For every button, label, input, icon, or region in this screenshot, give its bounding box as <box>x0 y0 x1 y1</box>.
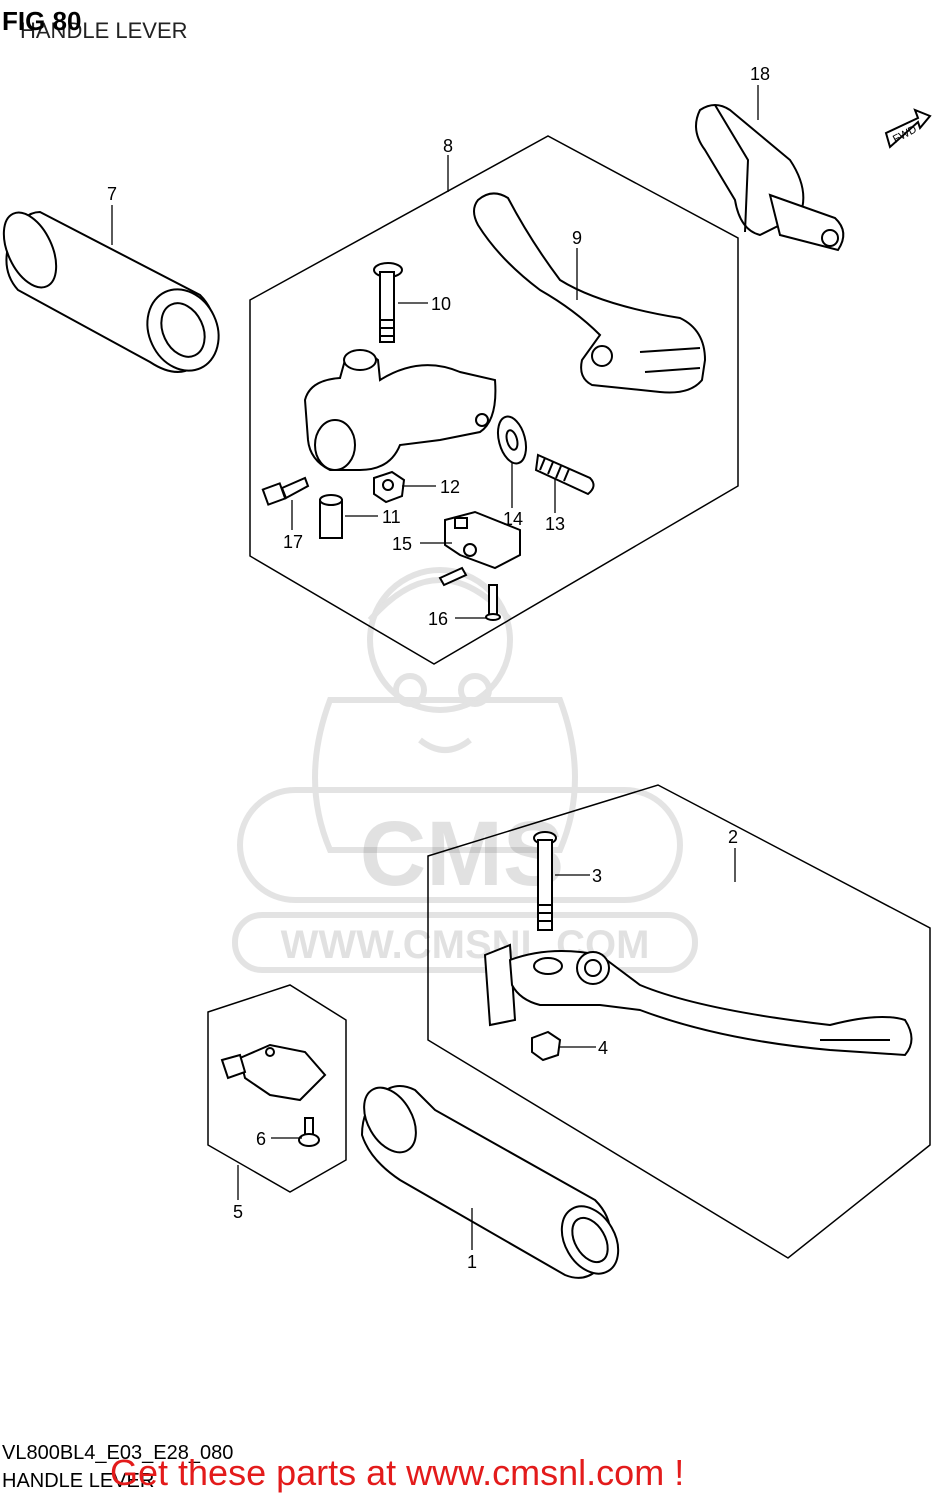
watermark-logo-text: CMS <box>360 803 564 905</box>
diagram-code: VL800BL4_E03_E28_080 <box>2 1442 234 1464</box>
callout-12: 12 <box>440 477 460 497</box>
footer-subtitle: HANDLE LEVER <box>2 1470 155 1492</box>
watermark-logo <box>232 567 698 973</box>
callout-15: 15 <box>392 534 412 554</box>
callout-9: 9 <box>572 228 582 248</box>
kit-outline-2 <box>427 784 931 1259</box>
lever-holder-illustration <box>303 349 497 471</box>
callout-7: 7 <box>107 184 117 204</box>
collar-11-illustration <box>319 494 343 539</box>
kit-outline-5 <box>207 984 347 1193</box>
brake-lever-illustration <box>483 943 913 1057</box>
callout-18: 18 <box>750 64 770 84</box>
lever-cover-illustration <box>695 104 845 252</box>
callout-10: 10 <box>431 294 451 314</box>
nut-4-illustration <box>531 1030 562 1062</box>
grip-left-illustration <box>2 210 220 373</box>
callout-3: 3 <box>592 866 602 886</box>
callout-1: 1 <box>467 1252 477 1272</box>
callout-11: 11 <box>382 507 401 527</box>
figure-subtitle: HANDLE LEVER <box>20 18 188 43</box>
figure-title: FIG 80 <box>2 6 82 36</box>
callout-16: 16 <box>428 609 448 629</box>
screw-6-illustration <box>298 1117 320 1147</box>
switch-5-illustration <box>220 1043 327 1102</box>
kit-outline-8 <box>249 135 739 665</box>
callout-6: 6 <box>256 1129 266 1149</box>
adjuster-bolt-13-illustration <box>534 453 595 496</box>
callout-14: 14 <box>503 509 523 529</box>
bolt-17-illustration <box>261 476 310 506</box>
pivot-bolt-10-illustration <box>373 262 403 343</box>
fwd-label: FWD <box>891 123 919 145</box>
promo-link[interactable]: Get these parts at www.cmsnl.com ! <box>110 1452 685 1493</box>
callout-8: 8 <box>443 136 453 156</box>
callout-2: 2 <box>728 827 738 847</box>
throttle-grip-illustration <box>360 1085 620 1279</box>
nut-12-illustration <box>373 470 406 504</box>
fwd-arrow-icon: FWD <box>884 108 932 149</box>
callout-5: 5 <box>233 1202 243 1222</box>
screw-16-illustration <box>485 584 501 621</box>
pivot-bolt-3-illustration <box>533 831 557 931</box>
callout-4: 4 <box>598 1038 608 1058</box>
callout-17: 17 <box>283 532 303 552</box>
switch-15-illustration <box>438 510 521 587</box>
clutch-lever-illustration <box>473 192 707 394</box>
leader-lines <box>111 85 759 1250</box>
adjuster-nut-14-illustration <box>496 415 528 465</box>
callout-numbers: 7 8 18 9 10 11 12 17 14 13 15 16 2 3 4 6… <box>107 64 770 1272</box>
callout-13: 13 <box>545 514 565 534</box>
